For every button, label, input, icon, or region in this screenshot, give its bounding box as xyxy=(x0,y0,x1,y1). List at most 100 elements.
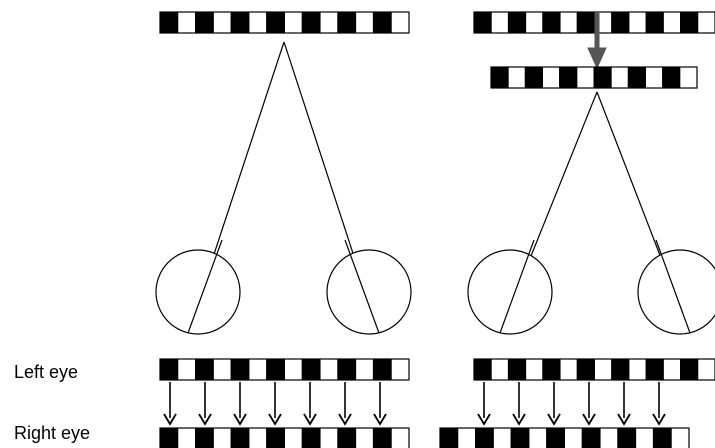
strip-cell xyxy=(160,428,178,448)
strip-cell xyxy=(178,12,196,33)
strip-cell xyxy=(543,359,560,380)
strip-cell xyxy=(338,428,356,448)
strip-cell xyxy=(560,12,577,33)
strip-cell xyxy=(474,359,491,380)
down-arrow-icon xyxy=(588,48,606,68)
eyeball xyxy=(468,250,552,334)
strip-cell xyxy=(600,428,618,448)
strip-cell xyxy=(338,12,356,33)
strip-cell xyxy=(474,12,491,33)
strip-cell xyxy=(671,428,689,448)
strip-cell xyxy=(491,67,508,88)
strip-cell xyxy=(508,67,525,88)
strip-cell xyxy=(646,359,663,380)
strip-cell xyxy=(440,428,458,448)
strip-cell xyxy=(302,428,320,448)
strip-cell xyxy=(653,428,671,448)
strip-cell xyxy=(476,428,494,448)
strip-cell xyxy=(698,12,715,33)
correspondence-arrow xyxy=(374,382,386,424)
correspondence-arrow xyxy=(339,382,351,424)
strip-cell xyxy=(231,12,249,33)
strip-cell xyxy=(338,359,356,380)
eyeball xyxy=(638,250,715,334)
strip-cell xyxy=(636,428,654,448)
strip-cell xyxy=(285,359,303,380)
strip-cell xyxy=(560,67,577,88)
eye-icon xyxy=(468,250,552,334)
strip-cell xyxy=(391,12,409,33)
left-eye-strip-a xyxy=(160,359,409,380)
correspondence-arrow xyxy=(513,382,525,424)
correspondence-arrow xyxy=(164,382,176,424)
strip-cell xyxy=(267,359,285,380)
correspondence-arrow xyxy=(199,382,211,424)
strip-cell xyxy=(356,428,374,448)
strip-cell xyxy=(231,428,249,448)
strip-cell xyxy=(543,67,560,88)
strip-cell xyxy=(526,359,543,380)
strip-cell xyxy=(356,359,374,380)
strip-cell xyxy=(178,428,196,448)
strip-cell xyxy=(320,428,338,448)
strip-cell xyxy=(663,67,680,88)
strip-cell xyxy=(391,428,409,448)
eye-icon xyxy=(156,250,240,334)
strip-cell xyxy=(511,428,529,448)
strip-cell xyxy=(612,359,629,380)
strip-cell xyxy=(285,428,303,448)
top-strip-left xyxy=(160,12,409,33)
strip-cell xyxy=(491,12,508,33)
strip-cell xyxy=(373,428,391,448)
strip-cell xyxy=(543,12,560,33)
strip-cell xyxy=(508,12,525,33)
strip-cell xyxy=(547,428,565,448)
strip-cell xyxy=(565,428,583,448)
strip-cell xyxy=(582,428,600,448)
strip-cell xyxy=(681,359,698,380)
strip-cell xyxy=(178,359,196,380)
strip-cell xyxy=(611,67,628,88)
strip-cell xyxy=(681,12,698,33)
strip-cell xyxy=(663,359,680,380)
strip-cell xyxy=(629,359,646,380)
strip-cell xyxy=(618,428,636,448)
near-strip-right xyxy=(491,67,697,88)
strip-cell xyxy=(196,359,214,380)
strip-cell xyxy=(491,359,508,380)
strip-cell xyxy=(560,359,577,380)
strip-cell xyxy=(320,359,338,380)
strip-cell xyxy=(213,428,231,448)
left-eye-strip-b xyxy=(474,359,715,380)
strip-cell xyxy=(302,359,320,380)
eye-icon xyxy=(327,250,411,334)
right-eye-strip-b xyxy=(440,428,689,448)
strip-cell xyxy=(267,428,285,448)
strip-cell xyxy=(267,12,285,33)
strip-cell xyxy=(196,428,214,448)
strip-cell xyxy=(629,12,646,33)
strip-cell xyxy=(320,12,338,33)
correspondence-arrow xyxy=(618,382,630,424)
correspondence-arrow xyxy=(304,382,316,424)
strip-cell xyxy=(391,359,409,380)
eyeball xyxy=(156,250,240,334)
strip-cell xyxy=(356,12,374,33)
strip-cell xyxy=(628,67,645,88)
strip-cell xyxy=(577,12,594,33)
strip-cell xyxy=(595,359,612,380)
strip-cell xyxy=(525,67,542,88)
strip-cell xyxy=(231,359,249,380)
eye-icon xyxy=(638,250,715,334)
strip-cell xyxy=(577,67,594,88)
strip-cell xyxy=(493,428,511,448)
correspondence-arrow xyxy=(653,382,665,424)
correspondence-arrow xyxy=(548,382,560,424)
strip-cell xyxy=(508,359,525,380)
strip-cell xyxy=(594,67,611,88)
strip-cell xyxy=(249,12,267,33)
strip-cell xyxy=(213,359,231,380)
strip-cell xyxy=(196,12,214,33)
strip-cell xyxy=(529,428,547,448)
